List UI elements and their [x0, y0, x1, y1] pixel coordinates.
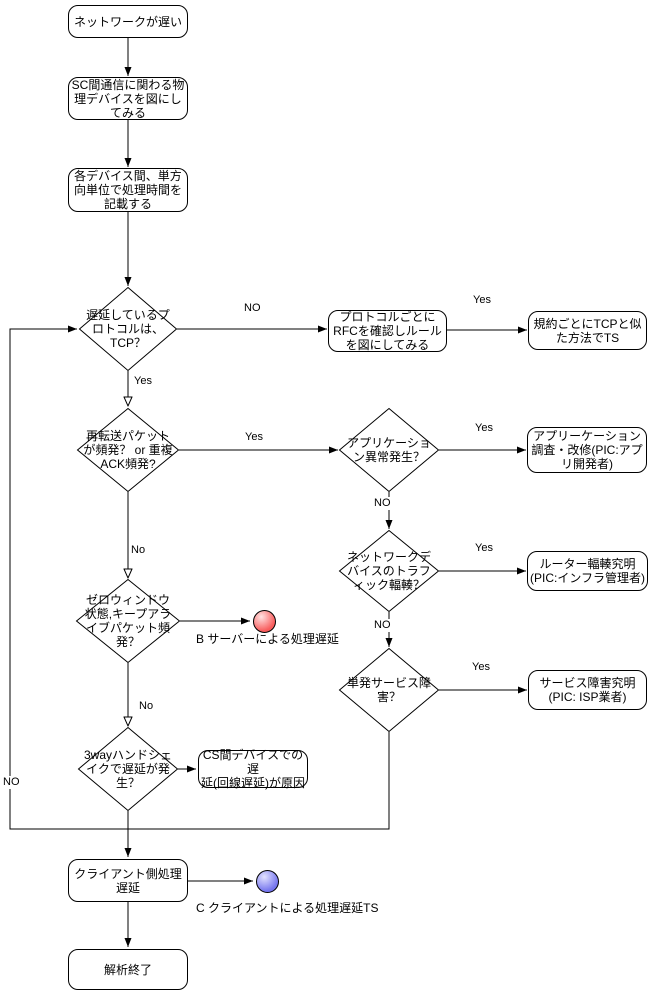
node-label: CS間デバイスでの遅 延(回線遅延)が原因 [201, 748, 305, 790]
node-client-side-delay: クライアント側処理 遅延 [68, 859, 188, 902]
node-label: 解析終了 [103, 962, 152, 977]
diamond-shape [78, 727, 178, 811]
blue-circle-icon [256, 870, 279, 893]
node-cs-line-delay: CS間デバイスでの遅 延(回線遅延)が原因 [198, 748, 308, 790]
node-router-congestion: ルーター輻輳究明 (PIC:インフラ管理者) [527, 551, 648, 591]
edge-label-retrans-yes: Yes [243, 431, 265, 444]
node-ts-similar-method: 規約ごとにTCPと似 た方法でTS [528, 311, 647, 350]
edge-label-app-yes: Yes [473, 422, 495, 435]
red-circle-icon [253, 610, 276, 633]
decision-app-anomaly: アプリケーショ ン異常発生？ [339, 408, 439, 492]
decision-zero-window: ゼロウィンドウ 状態,キープアラ イブパケット頻 発？ [76, 579, 180, 663]
node-label: SC間通信に関わる物 理デバイスを図にし てみる [71, 77, 185, 120]
decision-single-service-failure: 単発サービス障 害？ [339, 648, 439, 732]
decision-label: 再転送パケット が頻発？ or 重複 ACK頻発? [83, 429, 173, 471]
node-label: 規約ごとにTCPと似 た方法でTS [533, 316, 642, 345]
diamond-shape [339, 408, 439, 492]
edge-label-retrans-no: No [129, 544, 148, 557]
node-map-physical-devices: SC間通信に関わる物 理デバイスを図にし てみる [68, 77, 188, 120]
annotation-client-delay-ts: C クライアントによる処理遅延TS [196, 901, 379, 915]
edge-label-congestion-no: NO [372, 619, 393, 632]
node-record-processing-time: 各デバイス間、単方 向単位で処理時間を 記載する [68, 168, 188, 212]
edge-label-loop-no: NO [1, 776, 22, 789]
node-end: 解析終了 [68, 949, 188, 990]
edge-label-tcp-yes: Yes [132, 375, 154, 388]
edge-label-zero-no: No [137, 700, 156, 713]
decision-label: 3wayハンドシェ イクで遅延が発 生？ [83, 748, 172, 790]
decision-label: 単発サービス障 害？ [346, 676, 431, 704]
edge-label-tcp-no: NO [242, 302, 263, 315]
decision-3way-handshake: 3wayハンドシェ イクで遅延が発 生？ [78, 727, 178, 811]
edge-single-no-loop-to-tcp [9, 325, 390, 830]
decision-is-tcp: 遅延しているプ ロトコルは、 TCP？ [79, 287, 177, 371]
diamond-shape [76, 579, 180, 663]
decision-label: ゼロウィンドウ 状態,キープアラ イブパケット頻 発？ [84, 593, 172, 649]
node-label: サービス障害究明 (PIC: ISP業者) [539, 676, 636, 704]
node-label: アプリーケーション 調査・改修(PIC:アプ リ開発者) [531, 429, 643, 471]
edge-label-rfc-yes: Yes [471, 294, 493, 307]
node-app-investigation: アプリーケーション 調査・改修(PIC:アプ リ開発者) [527, 427, 647, 473]
node-label: プロトコルごとに RFCを確認しルール を図にしてみる [333, 310, 442, 352]
node-label: 各デバイス間、単方 向単位で処理時間を 記載する [73, 169, 182, 211]
diamond-shape [77, 408, 179, 492]
node-label: クライアント側処理 遅延 [74, 866, 182, 895]
decision-label: 遅延しているプ ロトコルは、 TCP？ [86, 308, 170, 350]
node-service-failure: サービス障害究明 (PIC: ISP業者) [528, 670, 647, 710]
edge-label-congestion-yes: Yes [473, 542, 495, 555]
decision-label: ネットワークデ バイスのトラフ ィック輻輳？ [346, 550, 431, 592]
diamond-shape [339, 530, 439, 612]
edge-label-app-no: NO [372, 497, 393, 510]
node-check-rfc: プロトコルごとに RFCを確認しルール を図にしてみる [328, 310, 447, 352]
decision-traffic-congestion: ネットワークデ バイスのトラフ ィック輻輳？ [339, 530, 439, 612]
edge-label-single-yes: Yes [470, 661, 492, 674]
decision-retransmission: 再転送パケット が頻発？ or 重複 ACK頻発? [77, 408, 179, 492]
annotation-server-delay: B サーバーによる処理遅延 [196, 632, 339, 646]
node-label: ルーター輻輳究明 (PIC:インフラ管理者) [530, 557, 645, 585]
node-start: ネットワークが遅い [68, 5, 188, 38]
diamond-shape [79, 287, 177, 371]
diamond-shape [339, 648, 439, 732]
decision-label: アプリケーショ ン異常発生？ [347, 436, 431, 464]
node-label: ネットワークが遅い [73, 14, 182, 29]
